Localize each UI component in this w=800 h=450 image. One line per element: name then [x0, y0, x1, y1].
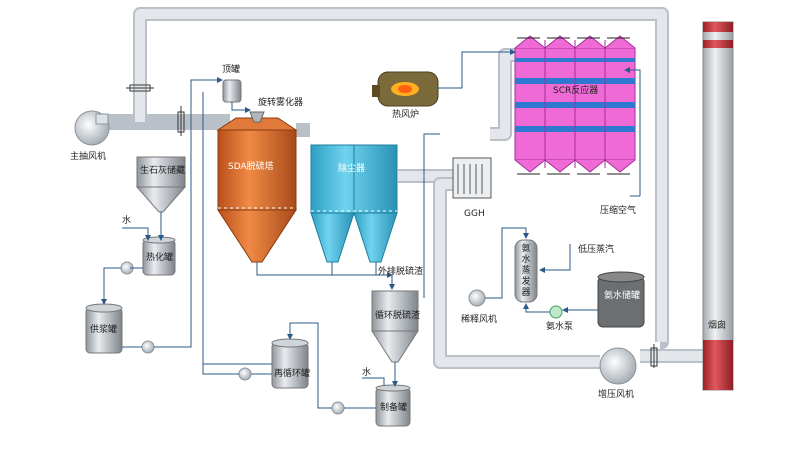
scr-reactor-icon	[514, 35, 636, 175]
ammonia-tank-icon	[597, 271, 645, 328]
ammonia-evaporator-label: 氨水蒸发器	[521, 244, 531, 298]
main-fan-icon	[74, 110, 110, 146]
dust-collector-icon	[310, 144, 398, 263]
ggh-label: GGH	[464, 209, 485, 219]
damper-icons	[126, 84, 658, 368]
main-fan-label: 主抽风机	[70, 152, 107, 162]
ammonia-pump-label: 氨水泵	[546, 322, 574, 332]
prep-tank-label: 制备罐	[380, 403, 408, 413]
ggh-icon	[452, 157, 492, 199]
lime-silo-label: 生石灰储藏	[140, 166, 186, 176]
recirc-silo-icon	[371, 290, 419, 363]
chimney-label: 烟囱	[708, 321, 727, 331]
ammonia-tank-label: 氨水储罐	[604, 291, 641, 301]
recirc-silo-label: 循环脱硫渣	[375, 311, 421, 321]
slurry-tank-label: 供浆罐	[90, 325, 118, 335]
sda-tower-icon	[216, 111, 298, 263]
process-lines	[101, 49, 641, 409]
dilution-fan-label: 稀释风机	[461, 315, 498, 325]
scr-reactor-label: SCR反应器	[553, 86, 599, 96]
low-pressure-steam-label: 低压蒸汽	[578, 245, 615, 255]
top-tank-icon	[222, 79, 242, 103]
top-tank-label: 顶罐	[222, 65, 241, 75]
hot-air-furnace-label: 热风炉	[392, 110, 420, 120]
water-label-1: 水	[122, 216, 132, 226]
compressed-air-label: 压缩空气	[600, 206, 637, 216]
atomizer-label: 旋转雾化器	[258, 98, 304, 108]
booster-fan-icon	[599, 347, 637, 385]
ammonia-pump-icon	[549, 305, 563, 319]
water-label-2: 水	[362, 368, 372, 378]
recirc-tank-icon	[271, 338, 309, 389]
discharge-label: 外排脱硫渣	[378, 267, 424, 277]
sda-tower-label: SDA脱硫塔	[228, 162, 274, 172]
chimney-icon	[702, 21, 734, 391]
recirc-tank-label: 再循环罐	[274, 369, 311, 379]
dust-collector-label: 除尘器	[338, 164, 366, 174]
slaker-label: 热化罐	[146, 253, 174, 263]
hot-air-furnace-icon	[372, 71, 439, 107]
lime-silo-icon	[135, 156, 187, 213]
booster-fan-label: 增压风机	[598, 390, 635, 400]
pump-icons	[120, 261, 486, 415]
prep-tank-icon	[375, 384, 411, 427]
ammonia-evaporator-icon	[514, 239, 538, 303]
